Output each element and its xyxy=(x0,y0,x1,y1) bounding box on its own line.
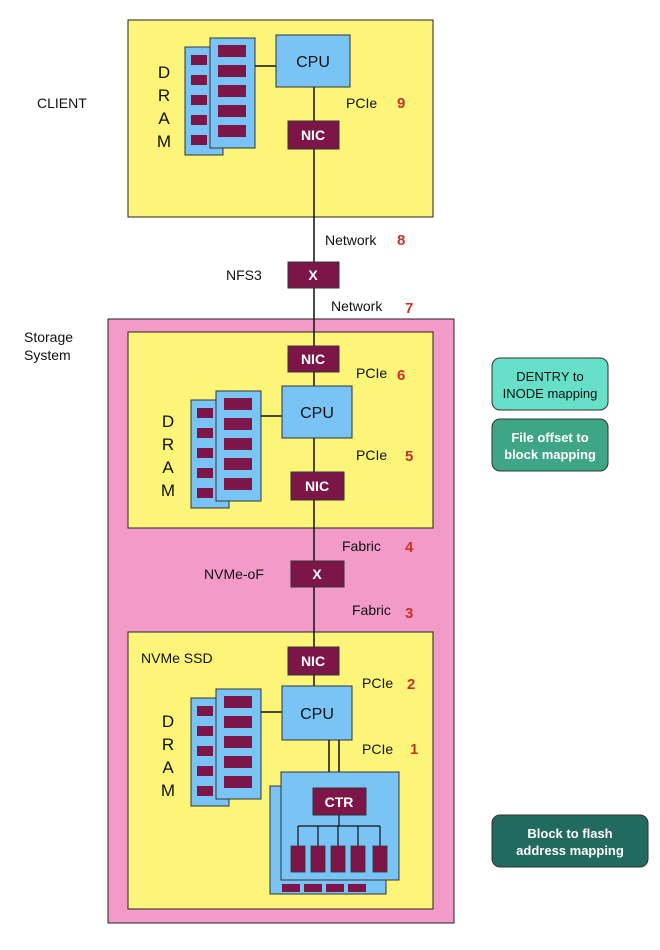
link-1-label: PCIe xyxy=(362,741,393,757)
legend-block-flash-address: Block to flash address mapping xyxy=(491,814,649,868)
link-1-number: 1 xyxy=(410,741,418,758)
storage-system-label-line1: Storage xyxy=(24,329,73,345)
ssd-nic-label: NIC xyxy=(301,653,325,669)
server-cpu-label: CPU xyxy=(300,405,334,422)
server-nic-top-label: NIC xyxy=(301,351,325,367)
server-nic-bottom-label: NIC xyxy=(305,478,329,494)
legend-block-flash-address-line2: address mapping xyxy=(516,843,624,858)
link-6-label: PCIe xyxy=(356,365,387,381)
nvme-ssd-label: NVMe SSD xyxy=(141,650,213,666)
link-9-number: 9 xyxy=(397,95,405,112)
ssd-cpu xyxy=(281,685,353,741)
server-dram-letter-r: R xyxy=(162,435,174,454)
ssd-dram-letter-m: M xyxy=(161,781,175,800)
link-6-number: 6 xyxy=(397,367,405,384)
network-switch xyxy=(287,261,340,289)
fabric-switch-label: X xyxy=(312,566,322,582)
ssd-cpu-label: CPU xyxy=(300,706,334,723)
storage-server-box xyxy=(127,331,434,529)
link-2-number: 2 xyxy=(407,676,415,693)
client-dram-letter-r: R xyxy=(158,86,170,105)
link-5-label: PCIe xyxy=(356,447,387,463)
nvme-of-label: NVMe-oF xyxy=(204,566,264,582)
ssd-dram-modules xyxy=(190,688,262,807)
legend-file-offset-block-line1: File offset to xyxy=(511,430,588,445)
link-2-label: PCIe xyxy=(362,675,393,691)
ctr-flash-bus xyxy=(297,815,381,846)
legend-dentry-inode-line1: DENTRY to xyxy=(516,369,583,384)
storage-system-label-line2: System xyxy=(24,347,71,363)
ssd-dram-letter-d: D xyxy=(162,712,174,731)
server-dram-letter-d: D xyxy=(162,412,174,431)
link-7-label: Network xyxy=(331,298,383,314)
network-switch-label: X xyxy=(308,267,318,283)
server-dram-modules xyxy=(190,390,262,509)
server-nic-bottom xyxy=(290,471,345,501)
client-dram-modules xyxy=(184,37,256,156)
link-4-label: Fabric xyxy=(342,538,381,554)
flash-chips xyxy=(290,845,388,873)
link-3-number: 3 xyxy=(405,605,413,622)
legend-dentry-inode-line2: INODE mapping xyxy=(503,386,598,401)
client-cpu xyxy=(275,34,351,88)
ssd-dram-letter-a: A xyxy=(162,758,174,777)
link-8-label: Network xyxy=(325,232,377,248)
client-dram-letter-a: A xyxy=(158,109,170,128)
nfs3-label: NFS3 xyxy=(226,267,262,283)
fabric-switch xyxy=(290,560,345,588)
link-4-number: 4 xyxy=(405,539,414,556)
client-dram-letter-m: M xyxy=(157,132,171,151)
ssd-ctr-label: CTR xyxy=(325,794,354,810)
link-5-number: 5 xyxy=(405,448,413,465)
link-9-label: PCIe xyxy=(346,95,377,111)
client-cpu-label: CPU xyxy=(296,54,330,71)
link-3-label: Fabric xyxy=(352,602,391,618)
link-8-number: 8 xyxy=(397,232,405,249)
client-nic-label: NIC xyxy=(301,127,325,143)
server-nic-top xyxy=(287,345,340,373)
ssd-nic xyxy=(287,646,340,676)
legend-dentry-inode: DENTRY to INODE mapping xyxy=(491,357,609,411)
legend-file-offset-block: File offset to block mapping xyxy=(491,418,609,472)
server-dram-letter-m: M xyxy=(161,481,175,500)
link-7-number: 7 xyxy=(405,300,413,317)
legend-block-flash-address-line1: Block to flash xyxy=(527,826,612,841)
client-nic xyxy=(287,120,340,150)
ssd-ctr xyxy=(312,787,367,816)
legend-file-offset-block-line2: block mapping xyxy=(504,447,596,462)
client-dram-letter-d: D xyxy=(158,63,170,82)
server-dram-letter-a: A xyxy=(162,458,174,477)
server-cpu xyxy=(281,385,353,439)
ssd-dram-letter-r: R xyxy=(162,735,174,754)
client-label: CLIENT xyxy=(37,95,87,111)
